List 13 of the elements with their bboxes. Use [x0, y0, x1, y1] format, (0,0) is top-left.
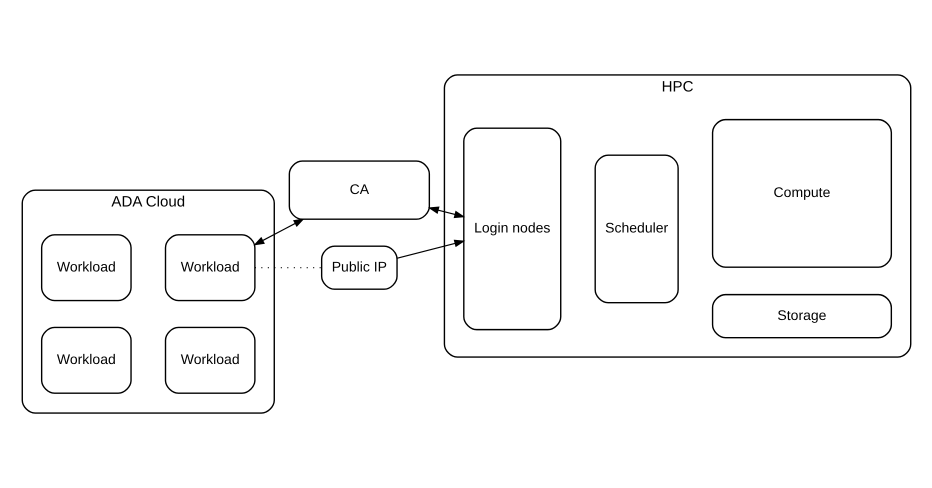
node-box: Workload: [40, 326, 132, 394]
node-box: Scheduler: [594, 154, 678, 304]
node-box: Workload: [164, 234, 256, 302]
arrow: [396, 240, 465, 259]
node-box: Workload: [164, 326, 256, 394]
arrow: [427, 206, 465, 218]
node-box: Compute: [711, 118, 892, 268]
node-box: Storage: [711, 294, 892, 338]
arrow: [252, 218, 304, 246]
node-box: Public IP: [320, 245, 398, 290]
node-box: Login nodes: [462, 128, 561, 330]
node-box: CA: [288, 160, 430, 220]
node-box: Workload: [40, 234, 132, 302]
